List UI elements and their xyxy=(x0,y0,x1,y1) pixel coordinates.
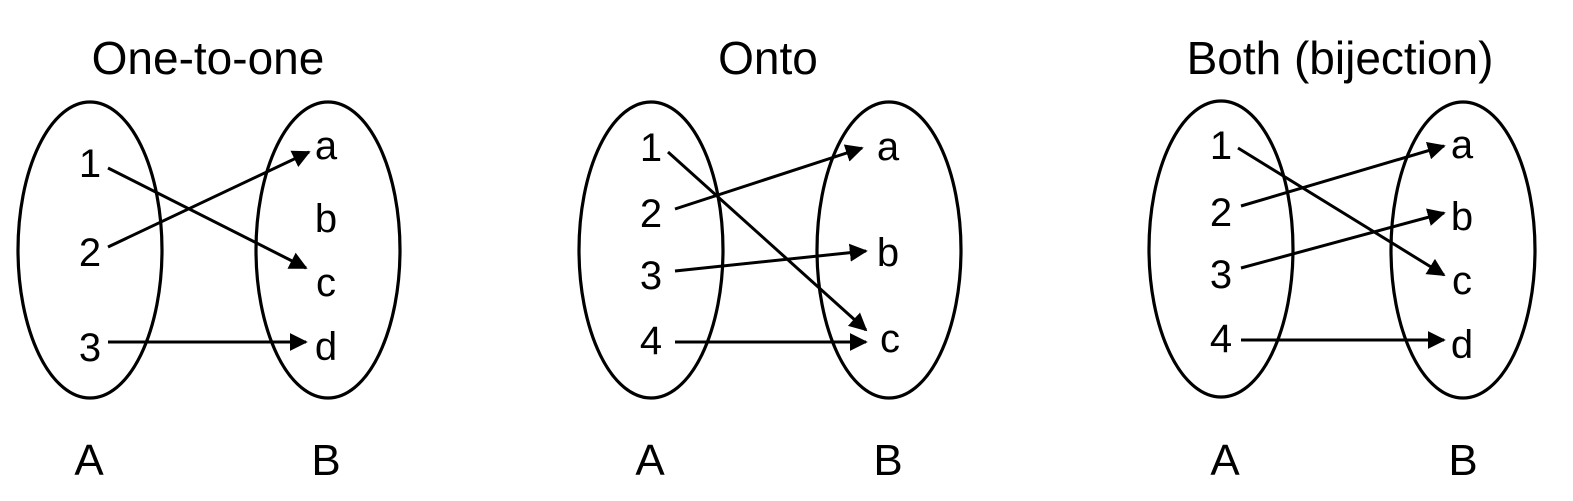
arrow-3-to-b xyxy=(674,243,868,273)
codomain-element-d: d xyxy=(315,325,337,369)
domain-element-4: 4 xyxy=(1210,317,1232,361)
codomain-element-b: b xyxy=(315,197,337,241)
panel-bijection: Both (bijection) 1 2 3 4 a b c d A B xyxy=(1147,32,1537,485)
codomain-element-c: c xyxy=(880,317,900,361)
domain-element-1: 1 xyxy=(640,126,662,170)
domain-element-4: 4 xyxy=(640,319,662,363)
panel-title: Onto xyxy=(718,32,818,84)
set-b-label: B xyxy=(873,436,902,485)
domain-element-2: 2 xyxy=(640,192,662,236)
codomain-element-b: b xyxy=(1451,195,1473,239)
codomain-element-a: a xyxy=(315,124,338,168)
set-b-label: B xyxy=(311,436,340,485)
codomain-element-b: b xyxy=(877,231,899,275)
codomain-element-c: c xyxy=(316,261,336,305)
domain-element-1: 1 xyxy=(79,142,101,186)
set-b-label: B xyxy=(1448,436,1477,485)
set-a-oval xyxy=(1147,99,1295,399)
set-b-oval xyxy=(1389,100,1537,400)
set-a-label: A xyxy=(74,436,104,485)
set-a-label: A xyxy=(635,436,665,485)
codomain-element-a: a xyxy=(1451,123,1474,167)
panel-title: Both (bijection) xyxy=(1187,32,1494,84)
domain-element-3: 3 xyxy=(1210,253,1232,297)
domain-element-3: 3 xyxy=(79,326,101,370)
codomain-element-a: a xyxy=(877,125,900,169)
panel-title: One-to-one xyxy=(92,32,325,84)
domain-element-2: 2 xyxy=(1210,191,1232,235)
arrow-2-to-a xyxy=(1240,141,1446,208)
set-b-oval xyxy=(254,100,402,400)
panel-onto: Onto 1 2 3 4 a b c A B xyxy=(577,32,963,485)
arrow-3-to-b xyxy=(1240,208,1446,270)
domain-element-1: 1 xyxy=(1210,124,1232,168)
codomain-element-d: d xyxy=(1451,323,1473,367)
set-a-label: A xyxy=(1210,436,1240,485)
domain-element-2: 2 xyxy=(79,231,101,275)
set-a-oval xyxy=(16,100,164,400)
domain-element-3: 3 xyxy=(640,254,662,298)
arrow-1-to-c xyxy=(1237,146,1446,277)
arrow-2-to-a xyxy=(107,150,311,249)
codomain-element-c: c xyxy=(1452,259,1472,303)
set-b-oval xyxy=(815,100,963,400)
arrow-2-to-a xyxy=(674,144,864,211)
arrow-1-to-c xyxy=(107,166,308,270)
panel-one-to-one: One-to-one 1 2 3 a b c d A B xyxy=(16,32,402,485)
arrow-1-to-c xyxy=(666,150,868,332)
set-a-oval xyxy=(577,100,725,400)
